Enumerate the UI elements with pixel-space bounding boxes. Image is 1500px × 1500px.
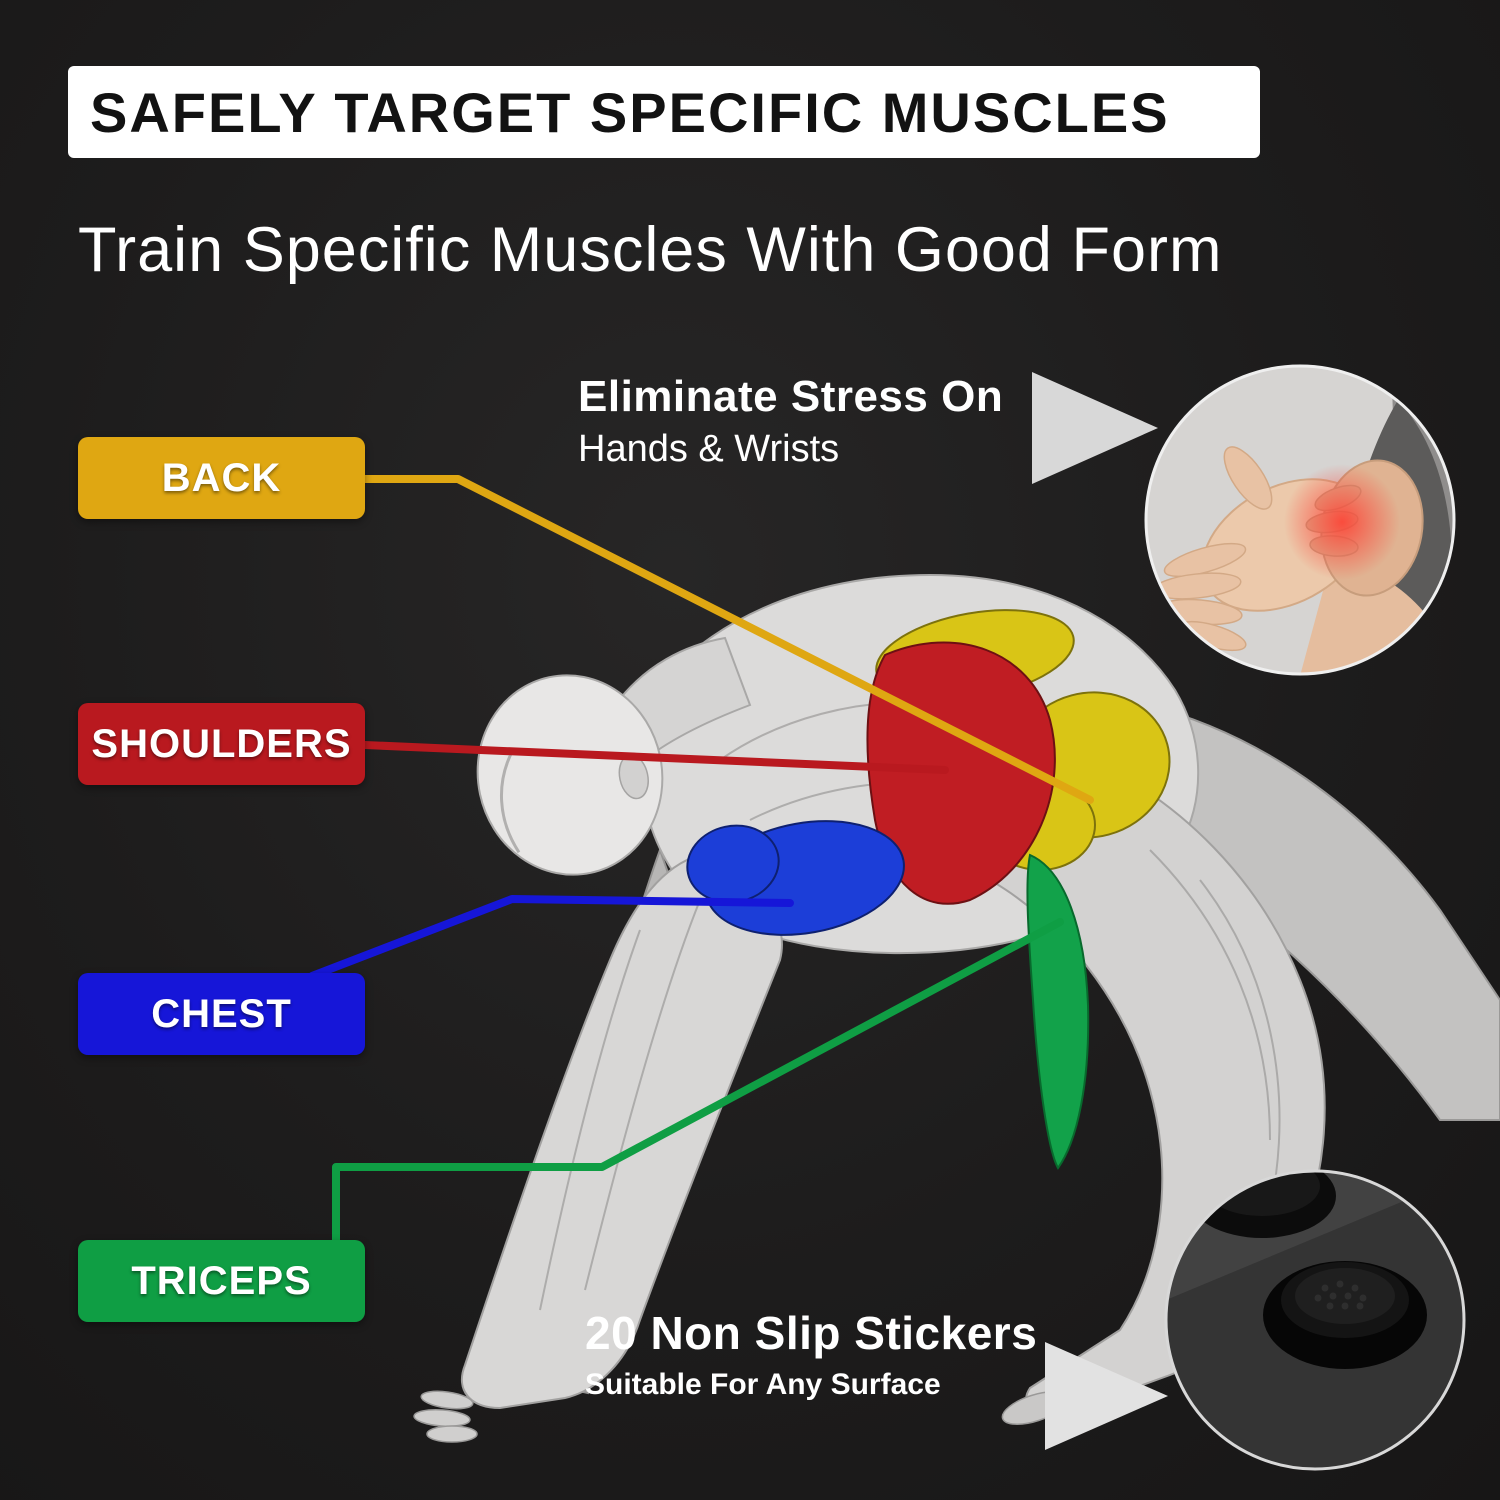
muscle-label-shoulders: SHOULDERS <box>78 703 365 785</box>
figure-near-arm <box>460 853 783 1410</box>
callout-wrists: Eliminate Stress On Hands & Wrists <box>578 372 1003 471</box>
muscle-label-back-text: BACK <box>161 455 282 500</box>
muscle-label-chest: CHEST <box>78 973 365 1055</box>
connector-lines <box>308 475 1094 1246</box>
non-slip-sticker-photo <box>1164 1169 1466 1471</box>
page-title: SAFELY TARGET SPECIFIC MUSCLES <box>90 80 1170 144</box>
stickers-arrow-icon <box>1045 1342 1168 1450</box>
callout-stickers-line2: Suitable For Any Surface <box>585 1368 941 1401</box>
figure-hand <box>413 1390 478 1443</box>
callout-wrists-line1: Eliminate Stress On <box>578 372 1004 421</box>
muscle-label-back: BACK <box>78 437 365 519</box>
title-bar: SAFELY TARGET SPECIFIC MUSCLES <box>68 66 1260 158</box>
anatomy-figure <box>413 573 1500 1443</box>
muscle-label-chest-text: CHEST <box>151 991 292 1036</box>
wrist-pain-photo <box>1144 364 1456 676</box>
connector-back <box>361 475 1094 804</box>
page-subtitle: Train Specific Muscles With Good Form <box>78 215 1223 285</box>
wrists-arrow-icon <box>1032 372 1158 484</box>
callout-stickers-line1: 20 Non Slip Stickers <box>585 1307 1038 1359</box>
callout-wrists-line2: Hands & Wrists <box>578 428 840 470</box>
connector-chest <box>308 895 794 980</box>
muscle-label-shoulders-text: SHOULDERS <box>91 721 352 766</box>
muscle-label-triceps: TRICEPS <box>78 1240 365 1322</box>
muscle-label-triceps-text: TRICEPS <box>131 1258 312 1303</box>
callout-stickers: 20 Non Slip Stickers Suitable For Any Su… <box>585 1306 1037 1402</box>
connector-triceps <box>332 918 1064 1246</box>
connector-shoulders <box>361 741 949 774</box>
